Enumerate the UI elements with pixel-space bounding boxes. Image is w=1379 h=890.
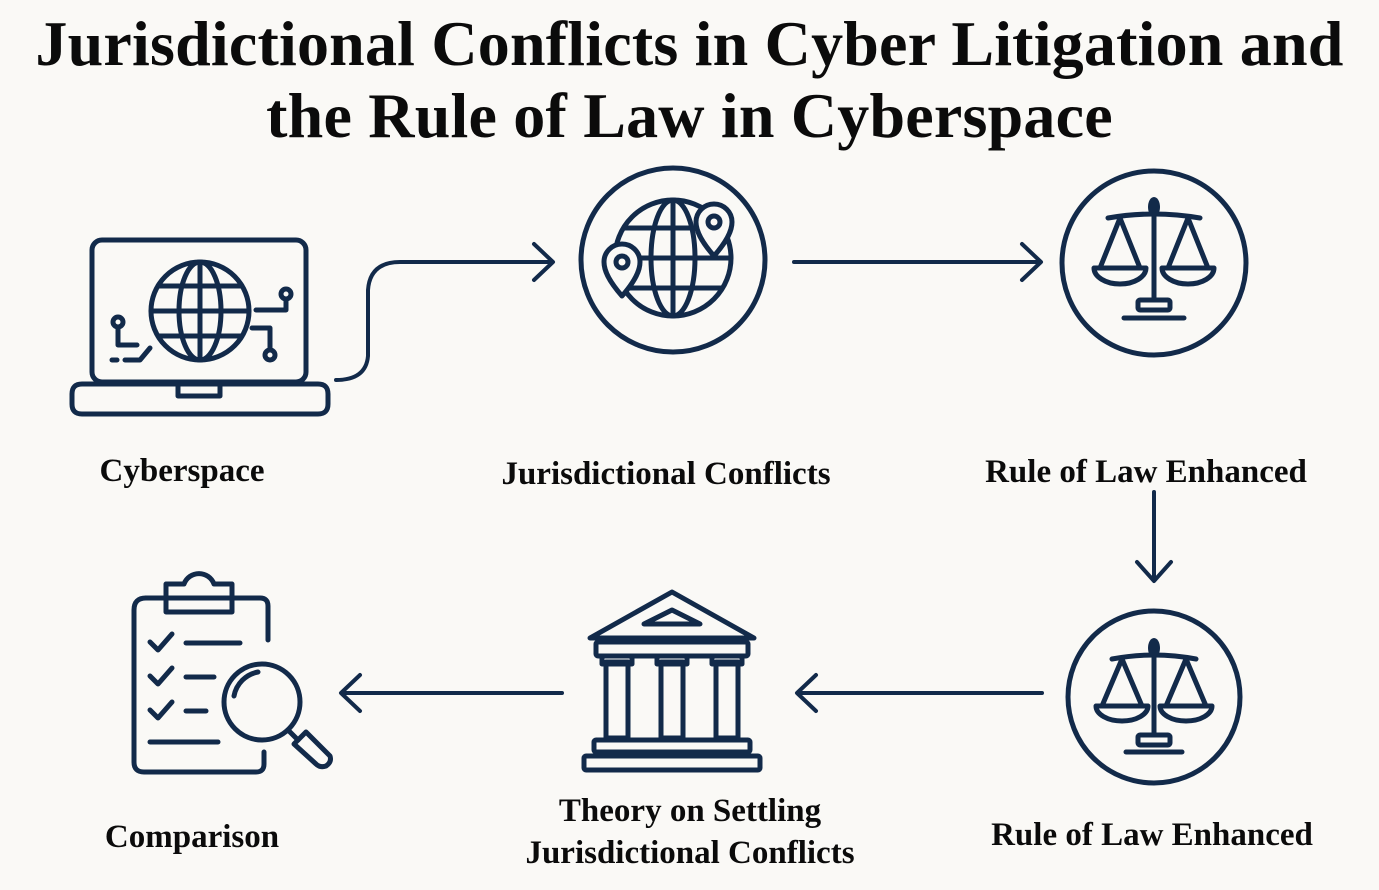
globe-location-pins-icon: [578, 165, 768, 355]
node-label-theory-line-2: Jurisdictional Conflicts: [525, 835, 855, 871]
node-label-cyberspace: Cyberspace: [99, 453, 265, 489]
arrow-cyberspace-to-jurisdictional: [334, 242, 555, 382]
node-label-jurisdictional-conflicts: Jurisdictional Conflicts: [501, 456, 831, 492]
diagram-title: Jurisdictional Conflicts in Cyber Litiga…: [0, 8, 1379, 152]
node-label-comparison: Comparison: [104, 819, 280, 855]
title-line-2: the Rule of Law in Cyberspace: [266, 80, 1113, 151]
laptop-globe-icon: [69, 237, 331, 417]
arrow-jurisdictional-to-rule-of-law: [792, 242, 1043, 282]
courthouse-icon: [581, 589, 763, 773]
node-label-theory: Theory on Settling Jurisdictional Confli…: [488, 790, 892, 874]
arrow-rule-of-law-to-theory: [795, 673, 1044, 713]
scales-of-justice-icon: [1065, 608, 1243, 786]
clipboard-magnifier-icon: [131, 571, 333, 775]
title-line-1: Jurisdictional Conflicts in Cyber Litiga…: [35, 8, 1344, 79]
node-label-rule-of-law-2: Rule of Law Enhanced: [991, 817, 1313, 853]
node-label-theory-line-1: Theory on Settling: [558, 793, 822, 829]
arrow-theory-to-comparison: [339, 673, 564, 713]
arrow-rule-of-law-down: [1135, 490, 1173, 583]
node-label-rule-of-law-1: Rule of Law Enhanced: [985, 454, 1307, 490]
scales-of-justice-icon: [1059, 168, 1249, 358]
